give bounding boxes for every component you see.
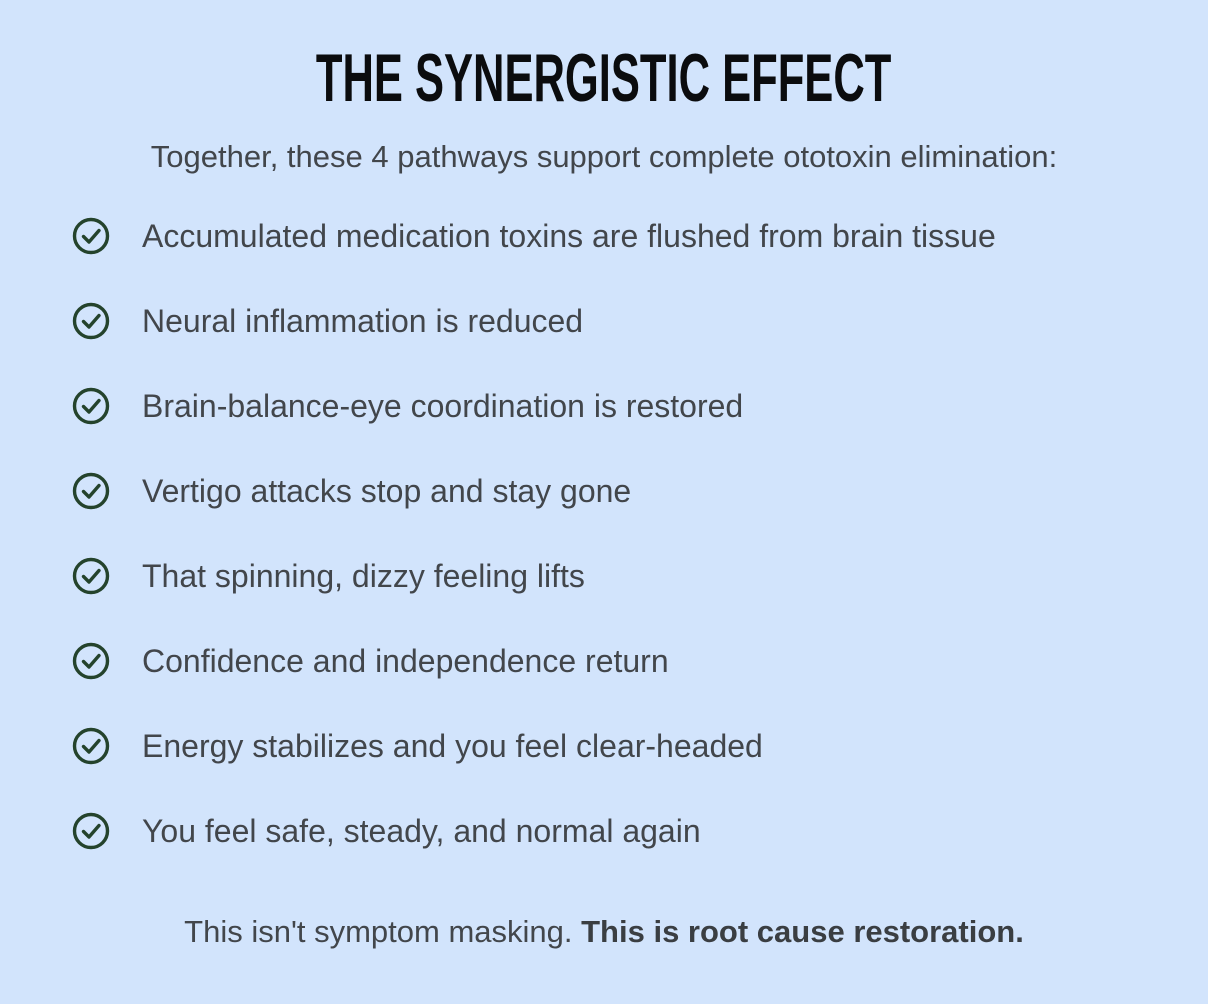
checklist-item: Accumulated medication toxins are flushe…	[72, 217, 1168, 255]
intro-text: Together, these 4 pathways support compl…	[150, 139, 1058, 174]
check-circle-icon	[72, 727, 110, 765]
checklist-item-label: Energy stabilizes and you feel clear-hea…	[142, 727, 763, 764]
checklist-item-label: Neural inflammation is reduced	[142, 302, 584, 339]
checklist-item-label: That spinning, dizzy feeling lifts	[142, 557, 585, 594]
check-circle-icon	[72, 812, 110, 850]
benefits-checklist: Accumulated medication toxins are flushe…	[40, 217, 1168, 850]
section-title-wrap: THE SYNERGISTIC EFFECT	[40, 44, 1168, 112]
checklist-item-label: You feel safe, steady, and normal again	[142, 812, 701, 849]
checklist-item: Brain-balance-eye coordination is restor…	[72, 387, 1168, 425]
checklist-item: You feel safe, steady, and normal again	[72, 812, 1168, 850]
check-circle-icon	[72, 642, 110, 680]
check-circle-icon	[72, 302, 110, 340]
checklist-item-label: Confidence and independence return	[142, 642, 669, 679]
footer-bold-text: This is root cause restoration.	[581, 914, 1024, 950]
checklist-item: That spinning, dizzy feeling lifts	[72, 557, 1168, 595]
checklist-item: Energy stabilizes and you feel clear-hea…	[72, 727, 1168, 765]
check-circle-icon	[72, 217, 110, 255]
footer-statement: This isn't symptom masking. This is root…	[40, 914, 1168, 950]
section-title: THE SYNERGISTIC EFFECT	[316, 40, 892, 116]
checklist-item-label: Accumulated medication toxins are flushe…	[142, 217, 996, 254]
checklist-item: Vertigo attacks stop and stay gone	[72, 472, 1168, 510]
checklist-item: Confidence and independence return	[72, 642, 1168, 680]
check-circle-icon	[72, 472, 110, 510]
checklist-item: Neural inflammation is reduced	[72, 302, 1168, 340]
check-circle-icon	[72, 557, 110, 595]
checklist-item-label: Vertigo attacks stop and stay gone	[142, 472, 632, 509]
checklist-item-label: Brain-balance-eye coordination is restor…	[142, 387, 744, 424]
footer-normal-text: This isn't symptom masking.	[184, 914, 582, 950]
check-circle-icon	[72, 387, 110, 425]
